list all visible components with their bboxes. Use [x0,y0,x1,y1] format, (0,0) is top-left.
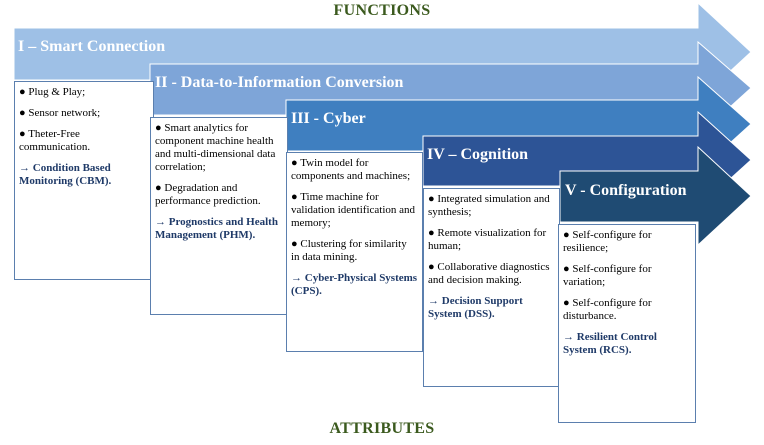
stage-5-outcome: → Resilient Control System (RCS). [563,331,657,356]
stage-1-title: I – Smart Connection [18,38,166,55]
attribute-item: ● Self-configure for disturbance. [563,297,652,322]
attribute-item: ● Self-configure for variation; [563,263,652,288]
attribute-item: ● Plug & Play; [19,86,86,98]
stage-1-attributes: ● Plug & Play; ● Sensor network; ● Thete… [14,81,154,280]
attribute-item: ● Self-configure for resilience; [563,229,652,254]
attribute-item: ● Twin model for components and machines… [291,157,411,182]
attribute-item: ● Theter-Free communication. [19,128,91,153]
attribute-item: ● Remote visualization for human; [428,227,547,252]
attribute-item: ● Smart analytics for component machine … [155,122,276,173]
functions-header: FUNCTIONS [333,2,431,19]
attribute-item: ● Time machine for validation identifica… [291,191,416,229]
stage-3-title: III - Cyber [291,110,366,127]
stage-4-attributes: ● Integrated simulation and synthesis; ●… [423,188,560,387]
stage-2-attributes: ● Smart analytics for component machine … [150,117,288,315]
attribute-item: ● Sensor network; [19,107,101,119]
stage-5-title: V - Configuration [565,182,687,199]
stage-3-outcome: → Cyber-Physical Systems (CPS). [291,272,418,297]
attribute-item: ● Collaborative diagnostics and decision… [428,261,550,286]
stage-4-outcome: → Decision Support System (DSS). [428,295,523,320]
stage-4-title: IV – Cognition [427,146,529,163]
stage-2-outcome: → Prognostics and Health Management (PHM… [155,216,278,241]
attribute-item: ● Integrated simulation and synthesis; [428,193,550,218]
stage-5-arrow [559,145,752,247]
attribute-item: ● Clustering for similarity in data mini… [291,238,407,263]
attributes-header: ATTRIBUTES [329,420,435,437]
attribute-item: ● Degradation and performance prediction… [155,182,261,207]
stage-3-attributes: ● Twin model for components and machines… [286,152,423,352]
stage-1-outcome: → Condition Based Monitoring (CBM). [19,162,112,187]
stage-2-title: II - Data-to-Information Conversion [155,74,404,91]
stage-5-attributes: ● Self-configure for resilience; ● Self-… [558,224,696,423]
